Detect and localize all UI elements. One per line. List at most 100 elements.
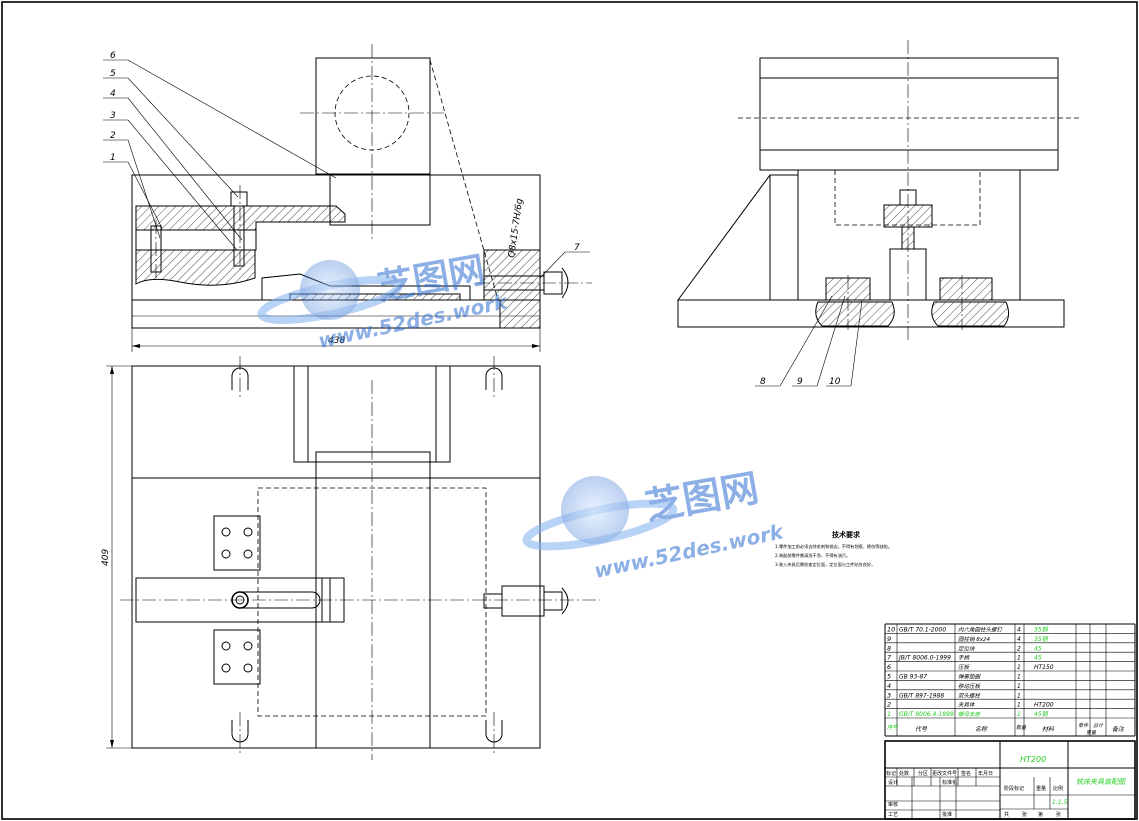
label-craft: 工艺: [888, 812, 898, 818]
balloon-3: 3: [110, 111, 116, 121]
balloon-2: 2: [110, 131, 116, 141]
bom-row-qty: 1: [1017, 655, 1021, 662]
bom-row-no: 2: [887, 701, 891, 709]
bom-row-name: 圆柱销 8x24: [958, 636, 991, 643]
label-mark: 标记: [886, 770, 896, 777]
bom-header-material: 材料: [1042, 725, 1055, 733]
bom-row-name: 螺母支座: [958, 711, 982, 718]
bom-row-no: 5: [887, 673, 891, 681]
label-sheet-2: 张: [1056, 811, 1061, 818]
bom-row-name: 内六角圆柱头螺钉: [958, 627, 1004, 634]
bom-row-no: 4: [887, 682, 891, 690]
balloon-labels-front: 6 5 4 3 2 1 7: [110, 51, 580, 253]
bom-row-code: JB/T 8006.0-1999: [898, 655, 951, 662]
balloon-9: 9: [797, 377, 803, 387]
label-zone: 分区: [918, 770, 928, 777]
watermark-1: 芝图网 www.52des.work: [257, 250, 511, 353]
label-change-no: 更改文件号: [932, 770, 957, 777]
label-total: 共: [1004, 811, 1009, 818]
dim-width: 438: [328, 336, 345, 346]
bom-header-qty: 数量: [1016, 724, 1027, 731]
bom-row-name: 定位块: [958, 645, 975, 652]
label-scale: 比例: [1053, 785, 1063, 792]
bom-row-material: 45钢: [1034, 710, 1049, 718]
label-design: 设计: [888, 779, 898, 786]
leaders-front: [103, 59, 590, 279]
leaders-side: [755, 295, 863, 387]
bom-row-material: 45: [1034, 655, 1042, 662]
label-sheet-1: 张: [1022, 811, 1027, 818]
bom-row-qty: 1: [1017, 692, 1021, 699]
label-standard: 标准化: [942, 779, 957, 786]
bom-row-qty: 4: [1017, 636, 1021, 643]
tech-requirements-title: 技术要求: [832, 530, 861, 539]
bom-row-no: 3: [887, 691, 891, 699]
bom-row-code: GB/T 897-1988: [899, 692, 944, 699]
bom-row-material: HT150: [1034, 664, 1054, 671]
bom-header-remark: 备注: [1112, 725, 1125, 733]
bom-header-no: 序号: [887, 724, 899, 731]
title-block: HT200 铣床夹具装配图 标记 处数 分区 更改文件号 签名 年月日 设计 标…: [884, 740, 1136, 820]
bom-row-name: 弹簧垫圈: [958, 674, 982, 681]
bom-row-name: 压板: [958, 664, 971, 671]
tech-req-line-1: 1.零件加工前必须去除毛刺和锐边，不得有划痕、擦伤等缺陷。: [775, 543, 892, 550]
label-stage-mark: 阶段标记: [1004, 785, 1024, 792]
bom-row-qty: 2: [1017, 645, 1021, 652]
label-approve: 批准: [942, 811, 952, 818]
label-page: 第: [1038, 811, 1043, 818]
front-view: Q8x15-7H/6g 438: [131, 44, 592, 352]
bom-header-total-weight: 总计: [1093, 722, 1104, 729]
bom-row-qty: 1: [1017, 674, 1021, 681]
label-weight: 重量: [1036, 785, 1046, 792]
bom-row-material: 35钢: [1034, 626, 1049, 634]
bom-row-name: 夹具体: [958, 702, 976, 709]
side-view: [677, 40, 1082, 340]
title-drawing-name: 铣床夹具装配图: [1076, 778, 1126, 786]
bom-row-no: 10: [887, 626, 895, 634]
bom-row-no: 6: [887, 663, 891, 671]
bom-row-no: 8: [887, 644, 891, 652]
balloon-4: 4: [110, 89, 116, 99]
label-review: 审核: [888, 801, 898, 808]
title-material: HT200: [1020, 755, 1046, 764]
label-sign: 签名: [961, 770, 971, 777]
bom-row-qty: 1: [1017, 702, 1021, 709]
bom-row-material: 45: [1034, 645, 1042, 652]
bom-row-code: GB/T 70.1-2000: [899, 627, 946, 634]
label-date: 年月日: [978, 770, 993, 777]
bom-row-name: 移动压板: [958, 683, 982, 690]
bom-row-material: HT200: [1034, 702, 1054, 709]
watermark-2: 芝图网 www.52des.work: [522, 466, 787, 583]
bom-row-qty: 1: [1017, 664, 1021, 671]
bom-row-code: GB/T 8006.4-1999: [899, 711, 954, 718]
top-view: 409: [101, 356, 600, 760]
balloon-8: 8: [760, 377, 766, 387]
balloon-7: 7: [574, 243, 580, 253]
tech-requirements: 技术要求 1.零件加工前必须去除毛刺和锐边，不得有划痕、擦伤等缺陷。 2.装配前…: [775, 530, 892, 568]
bom-row-qty: 4: [1017, 627, 1021, 634]
bom-row-qty: 1: [1017, 711, 1021, 718]
balloon-1: 1: [110, 153, 116, 163]
bom-row-name: 手柄: [958, 655, 971, 662]
dim-height: 409: [101, 549, 111, 566]
bom-header-name: 名称: [975, 725, 988, 733]
label-count: 处数: [899, 770, 909, 777]
watermark-2-brand: 芝图网: [642, 466, 762, 529]
thread-callout: Q8x15-7H/6g: [507, 198, 525, 259]
bom-row-name: 双头螺柱: [958, 692, 982, 699]
bom-row-no: 9: [887, 635, 891, 643]
bom-row-code: GB 93-87: [899, 674, 927, 681]
bom-header-unit-weight: 单件: [1078, 722, 1089, 729]
balloon-10: 10: [829, 377, 841, 387]
bom-row-no: 1: [887, 710, 891, 718]
balloon-6: 6: [110, 51, 116, 61]
tech-req-line-3: 3.装入夹具后需检查定位面，定位面与工件贴合良好。: [775, 561, 875, 568]
bom-row-no: 7: [887, 654, 892, 662]
bom-row-material: 35钢: [1034, 635, 1049, 643]
tech-req-line-2: 2.装配前零件需清洗干净，不得有油污。: [775, 552, 850, 559]
bom-row-qty: 1: [1017, 683, 1021, 690]
balloon-5: 5: [110, 69, 116, 79]
